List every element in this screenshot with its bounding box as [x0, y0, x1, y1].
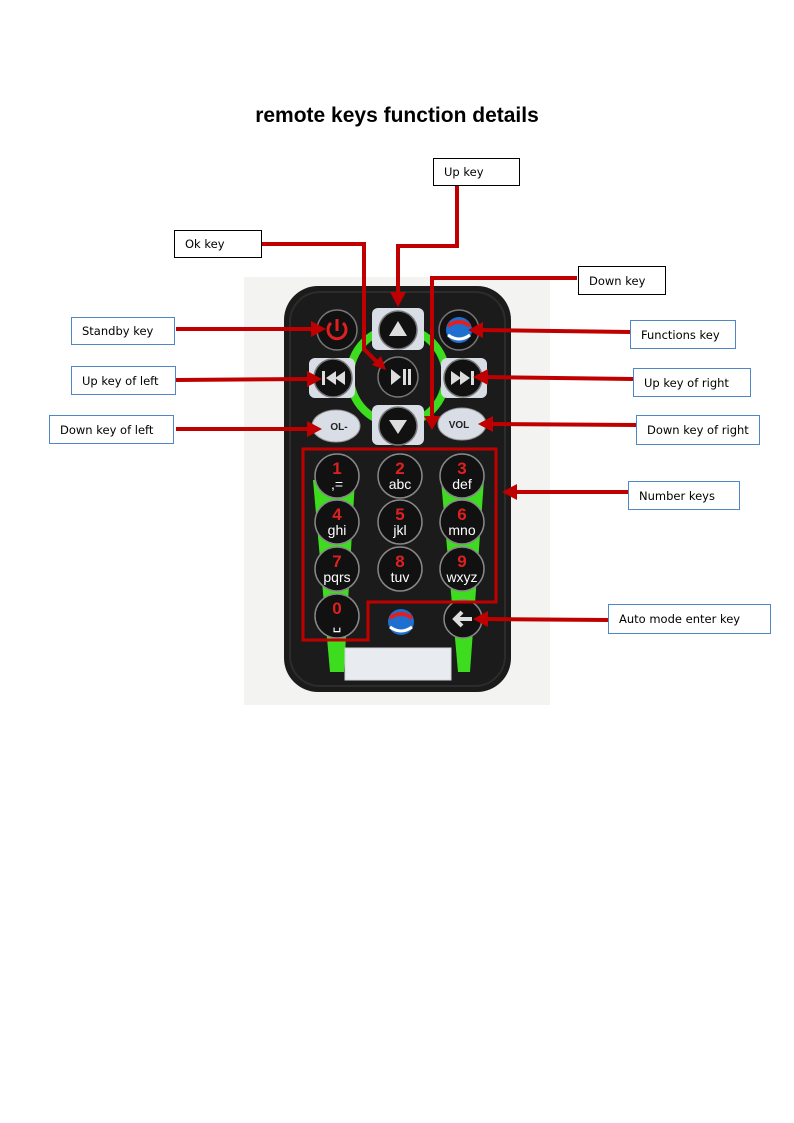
number-key-digit: 9 [457, 552, 466, 571]
vol-plus-label: VOL [449, 420, 470, 431]
number-key-digit: 4 [332, 505, 342, 524]
number-key-letters: abc [389, 476, 412, 492]
page-title: remote keys function details [255, 104, 539, 127]
rewind-icon [326, 371, 336, 385]
number-key-letters: pqrs [323, 569, 350, 585]
number-key-digit: 2 [395, 459, 404, 478]
number-key-letters: ,= [331, 476, 343, 492]
play-pause-icon [391, 369, 401, 385]
number-key-digit: 8 [395, 552, 404, 571]
up-arrow-icon [389, 321, 407, 336]
ok-button[interactable] [377, 356, 419, 398]
sticker [345, 648, 451, 680]
number-key-0[interactable]: 0␣ [314, 593, 360, 639]
prev-button[interactable] [313, 358, 353, 398]
up-button[interactable] [378, 310, 418, 350]
vol-minus-button[interactable]: OL- [311, 409, 361, 443]
number-key-letters: tuv [391, 569, 410, 585]
label-ok-key: Ok key [174, 230, 262, 258]
label-down-key: Down key [578, 266, 666, 295]
number-keys-highlight [301, 447, 498, 642]
functions-button[interactable] [438, 309, 480, 351]
number-key-1[interactable]: 1,= [314, 453, 360, 499]
number-key-digit: 5 [395, 505, 404, 524]
number-key-digit: 7 [332, 552, 341, 571]
vol-plus-button[interactable]: VOL [437, 407, 487, 441]
label-up-key-right: Up key of right [633, 368, 751, 397]
vol-minus-label: OL- [330, 422, 347, 433]
down-arrow-icon [389, 420, 407, 434]
forward-icon [451, 371, 461, 385]
label-standby-key: Standby key [71, 317, 175, 345]
left-arrow-icon [452, 610, 472, 628]
number-key-letters: ␣ [333, 616, 342, 633]
label-functions-key: Functions key [630, 320, 736, 349]
number-key-digit: 1 [332, 459, 341, 478]
number-key-letters: def [452, 476, 472, 492]
label-auto-mode-enter-key: Auto mode enter key [608, 604, 771, 634]
down-button[interactable] [378, 406, 418, 446]
label-up-key: Up key [433, 158, 520, 186]
label-up-key-left: Up key of left [71, 366, 176, 395]
label-number-keys: Number keys [628, 481, 740, 510]
number-key-letters: ghi [328, 522, 347, 538]
number-key-letters: jkl [392, 522, 406, 538]
label-down-key-right: Down key of right [636, 415, 760, 445]
number-key-letters: mno [448, 522, 475, 538]
number-key-digit: 0 [332, 599, 341, 618]
logo-button[interactable] [382, 603, 420, 641]
next-button[interactable] [443, 358, 483, 398]
label-down-key-left: Down key of left [49, 415, 174, 444]
auto-mode-enter-button[interactable] [443, 599, 483, 639]
number-key-digit: 3 [457, 459, 466, 478]
number-key-digit: 6 [457, 505, 466, 524]
callout-arrowheads [307, 292, 517, 627]
number-key-letters: wxyz [445, 569, 477, 585]
callout-arrows [175, 186, 637, 622]
